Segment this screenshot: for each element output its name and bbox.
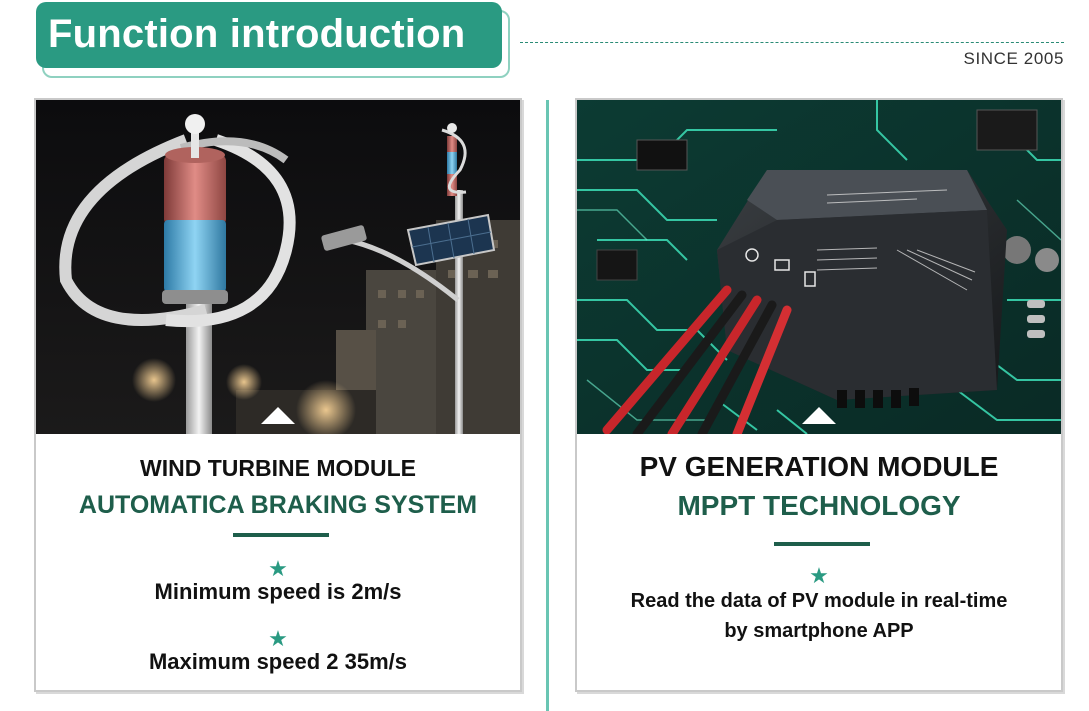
feature-smartphone-app: by smartphone APP [724, 620, 914, 642]
header-dashed-line [520, 42, 1064, 43]
module-title: PV GENERATION MODULE [639, 451, 999, 482]
center-divider [546, 100, 549, 711]
star-icon: ★ [809, 563, 829, 588]
title-underline [233, 533, 329, 537]
page-title: Function introduction [48, 12, 466, 56]
module-subtitle: MPPT TECHNOLOGY [677, 490, 961, 521]
photo-notch [802, 407, 836, 424]
feature-max-speed: Maximum speed 2 35m/s [148, 649, 407, 674]
wind-turbine-card: WIND TURBINE MODULE AUTOMATICA BRAKING S… [34, 98, 522, 692]
feature-min-speed: Minimum speed is 2m/s [154, 579, 402, 604]
mppt-controller-photo [577, 100, 1061, 434]
module-subtitle: AUTOMATICA BRAKING SYSTEM [78, 491, 478, 519]
star-icon: ★ [268, 626, 288, 651]
photo-notch [261, 407, 295, 424]
feature-realtime-data: Read the data of PV module in real-time [630, 590, 1008, 612]
wind-turbine-photo [36, 100, 520, 434]
header-badge [36, 2, 502, 68]
since-label: SINCE 2005 [963, 49, 1064, 68]
title-underline [774, 542, 870, 546]
pv-generation-card: PV GENERATION MODULE MPPT TECHNOLOGY ★ R… [575, 98, 1063, 692]
star-icon: ★ [268, 556, 288, 581]
module-title: WIND TURBINE MODULE [140, 455, 416, 481]
